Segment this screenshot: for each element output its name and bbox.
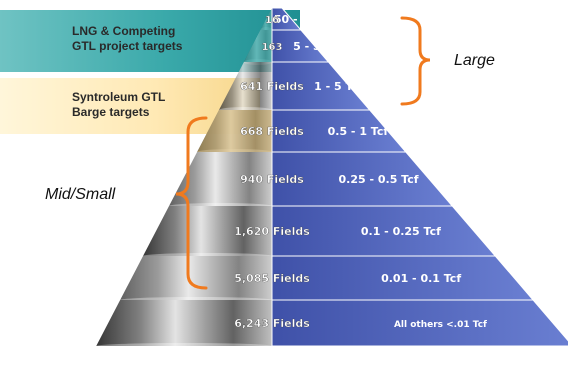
mid-small-brace	[175, 116, 208, 290]
cone-tier-3	[218, 62, 272, 110]
range-label-2: 5 - 50 Tcf	[293, 40, 350, 53]
syntroleum-tier-tint	[197, 110, 272, 152]
range-label-1: 50 - 500 Tcf	[274, 13, 346, 26]
field-count-label-8: 6,243 Fields	[234, 317, 310, 330]
syntroleum-label-line2: Barge targets	[72, 105, 150, 119]
field-count-label-2: 163	[262, 42, 283, 53]
large-callout: Large	[454, 52, 495, 69]
lng-gtl-band: LNG & Competing GTL project targets	[0, 10, 300, 72]
syntroleum-label-line1: Syntroleum GTL	[72, 90, 166, 104]
range-tier-8	[271, 299, 568, 347]
lng-label-line2: GTL project targets	[72, 39, 183, 53]
lng-label-line1: LNG & Competing	[72, 24, 176, 38]
cone-tier-7	[120, 256, 272, 300]
range-label-8: All others <.01 Tcf	[394, 320, 487, 330]
range-label-6: 0.1 - 0.25 Tcf	[361, 225, 441, 238]
cone-tier-edge-8	[96, 343, 273, 349]
field-count-label-3: 641 Fields	[240, 80, 304, 93]
cone-tier-6	[143, 206, 272, 256]
range-label-3: 1 - 5 Tcf	[314, 80, 363, 93]
cone-tier-8	[96, 300, 273, 346]
field-count-label-1: 16	[265, 15, 279, 26]
field-count-label-4: 668 Fields	[240, 125, 304, 138]
range-label-7: 0.01 - 0.1 Tcf	[381, 272, 461, 285]
range-label-5: 0.25 - 0.5 Tcf	[339, 173, 419, 186]
lng-tier-tint	[243, 8, 272, 62]
mid-small-callout: Mid/Small	[45, 186, 116, 203]
field-count-label-7: 5,085 Fields	[234, 272, 310, 285]
large-brace	[400, 16, 431, 106]
cone-tier-5	[169, 152, 272, 206]
field-count-label-6: 1,620 Fields	[234, 225, 310, 238]
field-count-label-5: 940 Fields	[240, 173, 304, 186]
range-label-4: 0.5 - 1 Tcf	[328, 125, 389, 138]
